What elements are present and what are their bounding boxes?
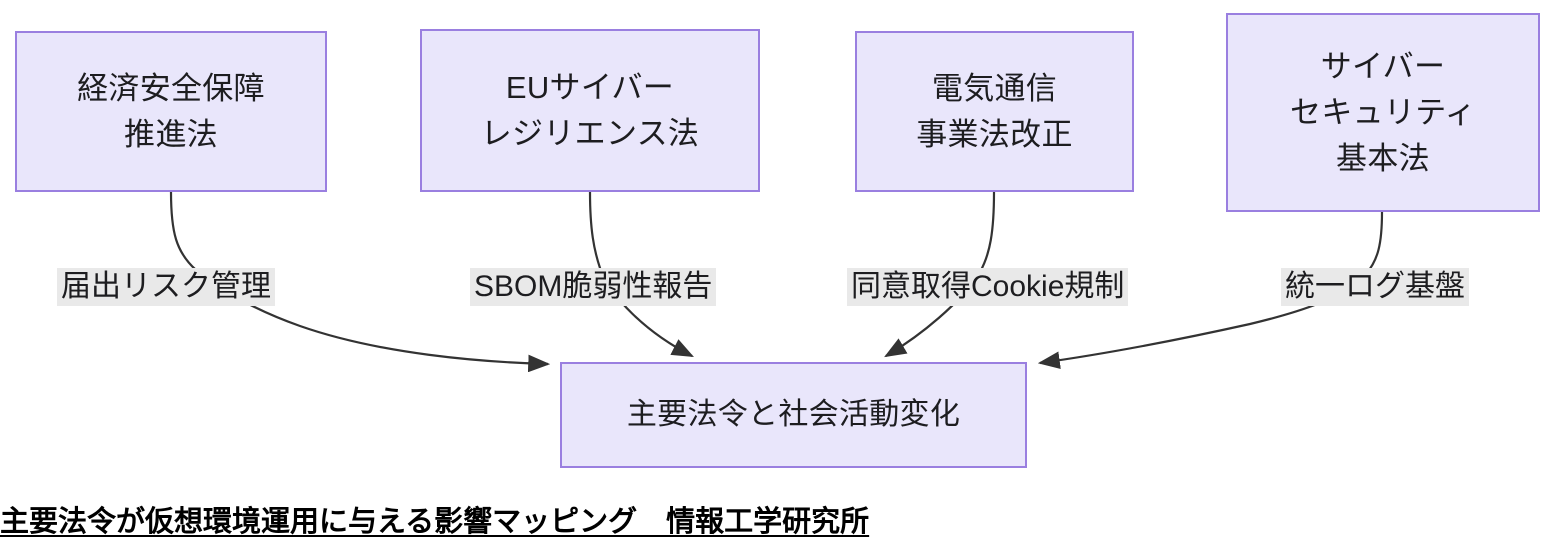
edge-label-unified-log-platform: 統一ログ基盤 [1281,268,1469,306]
node-keizai-anzen-hosho-suishinho[interactable]: 経済安全保障 推進法 [15,31,327,192]
node-eu-cyber-resilience-act[interactable]: EUサイバー レジリエンス法 [420,29,760,192]
node-main-laws-and-social-activity-change[interactable]: 主要法令と社会活動変化 [560,362,1027,468]
edge-label-consent-cookie-regulation: 同意取得Cookie規制 [847,268,1129,306]
node-cybersecurity-basic-act[interactable]: サイバー セキュリティ 基本法 [1226,13,1540,212]
edge-label-notification-risk-management: 届出リスク管理 [57,268,275,306]
node-telecommunications-business-act[interactable]: 電気通信 事業法改正 [855,31,1134,192]
edge-label-sbom-vulnerability-report: SBOM脆弱性報告 [470,268,717,306]
figure-caption: 主要法令が仮想環境運用に与える影響マッピング 情報工学研究所 [0,506,870,538]
